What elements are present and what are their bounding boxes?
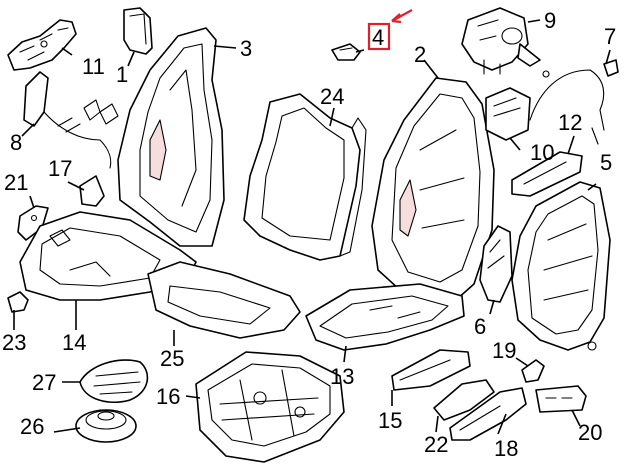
part-16-seat-frame — [195, 351, 345, 463]
callout-10: 10 — [530, 140, 554, 165]
callout-labels: 11 1 3 4 2 9 7 8 24 12 10 17 5 21 6 23 1… — [2, 8, 616, 461]
callout-6: 6 — [474, 314, 486, 339]
part-7-cable — [529, 59, 619, 145]
leader-lines — [13, 19, 611, 435]
callout-23: 23 — [2, 330, 26, 355]
callout-11: 11 — [82, 54, 105, 79]
part-1-cap — [123, 7, 153, 55]
callout-20: 20 — [578, 420, 602, 445]
callout-7: 7 — [604, 24, 616, 49]
callout-3: 3 — [240, 36, 252, 61]
part-19-knob — [521, 359, 545, 383]
part-3-seat-back — [117, 27, 225, 247]
part-23-clip — [7, 291, 29, 313]
callout-4-highlight — [367, 9, 413, 51]
callout-13: 13 — [330, 364, 354, 389]
part-20-switch — [535, 385, 587, 413]
callout-2: 2 — [414, 42, 426, 67]
callout-22: 22 — [424, 432, 448, 457]
callout-26: 26 — [20, 414, 44, 439]
callout-14: 14 — [62, 330, 86, 355]
callout-4: 4 — [372, 25, 384, 50]
part-22-trim — [433, 379, 495, 421]
part-17-trim — [79, 175, 105, 207]
part-12-bolster — [511, 151, 583, 197]
part-2-back-frame — [371, 77, 495, 301]
part-13-seat-pan — [305, 283, 465, 351]
part-6-side-panel — [479, 225, 513, 303]
part-24-back-foam — [243, 93, 367, 261]
callout-1: 1 — [116, 62, 128, 87]
callout-24: 24 — [320, 84, 344, 109]
callout-27: 27 — [32, 370, 56, 395]
callout-9: 9 — [544, 8, 556, 33]
part-10-module — [485, 87, 531, 141]
callout-25: 25 — [160, 346, 184, 371]
callout-15: 15 — [378, 408, 402, 433]
part-8-harness — [23, 71, 119, 169]
part-5-back-shell — [511, 181, 611, 351]
callout-21: 21 — [4, 170, 28, 195]
part-26-round-cushion — [75, 409, 137, 443]
part-9-motor — [461, 7, 541, 75]
part-25-cushion-base — [147, 261, 301, 339]
part-18-side-trim — [449, 387, 527, 441]
callout-12: 12 — [558, 110, 582, 135]
part-4-clip — [331, 43, 361, 61]
callout-18: 18 — [494, 436, 518, 461]
callout-17: 17 — [48, 156, 72, 181]
callout-8: 8 — [10, 130, 22, 155]
callout-5: 5 — [600, 150, 612, 175]
callout-19: 19 — [492, 338, 516, 363]
part-15-trim-strip — [391, 349, 471, 391]
part-27-mesh-pad — [79, 359, 149, 404]
callout-16: 16 — [156, 384, 180, 409]
part-11-bracket — [7, 19, 77, 71]
